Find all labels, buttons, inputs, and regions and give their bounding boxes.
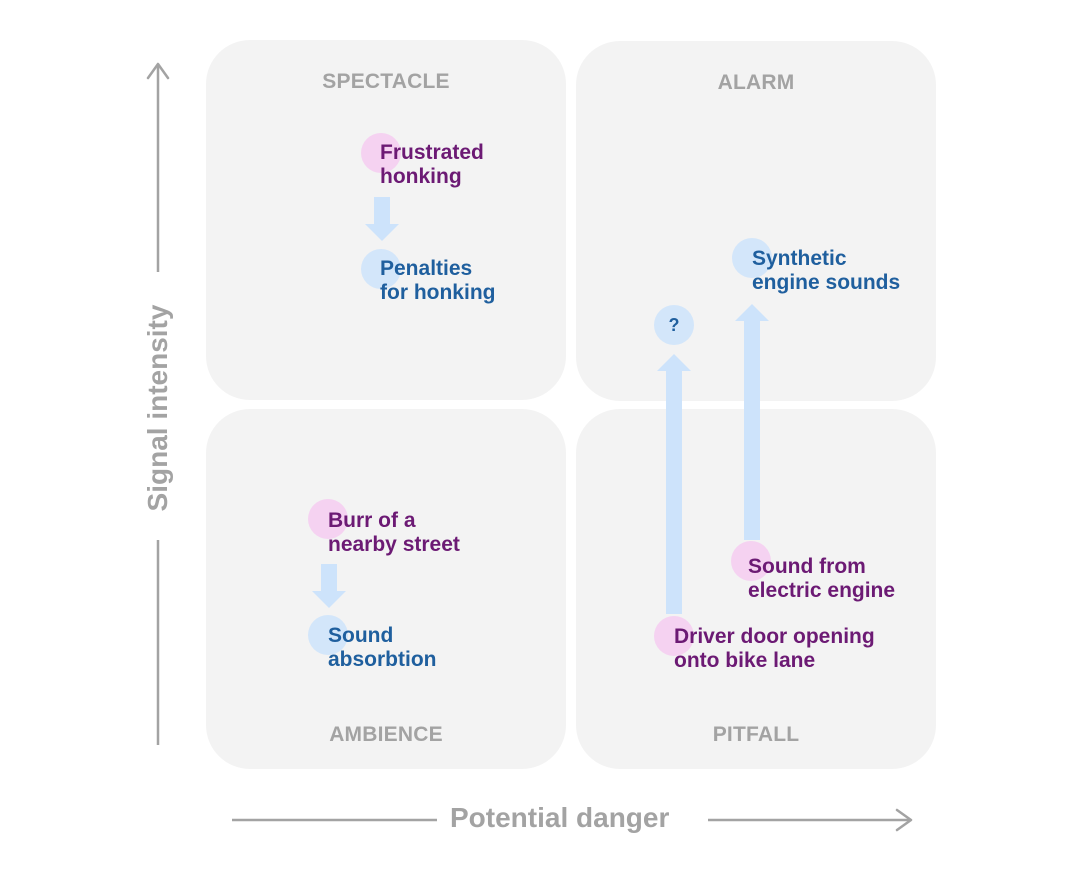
label-line: Synthetic [752, 247, 847, 270]
problem-dot [361, 133, 401, 173]
quadrant-label-spectacle: SPECTACLE [322, 70, 450, 93]
arrow-door-to-unknown [657, 354, 691, 614]
unknown-solution-marker: ? [654, 305, 694, 345]
label-line: honking [380, 165, 462, 188]
label-line: Sound [328, 624, 394, 647]
item-label: Sound absorbtion [328, 624, 437, 672]
arrow-honking-to-penalties [365, 197, 399, 241]
quadrant-ambience: AMBIENCE [206, 409, 566, 769]
label-line: nearby street [328, 533, 460, 556]
label-line: for honking [380, 281, 496, 304]
label-line: onto bike lane [674, 649, 816, 672]
label-line: Burr of a [328, 509, 416, 532]
solution-dot [308, 615, 348, 655]
item-label: Synthetic engine sounds [752, 247, 900, 295]
y-axis-arrowhead [146, 62, 170, 80]
item-label: Sound from electric engine [748, 555, 895, 603]
arrow-burr-to-absorbtion [312, 564, 346, 608]
x-axis-title: Potential danger [450, 802, 670, 833]
quadrant-label-pitfall: PITFALL [712, 723, 800, 746]
label-line: Frustrated [380, 141, 484, 164]
problem-dot [308, 499, 348, 539]
x-axis-arrowhead [895, 808, 913, 832]
label-line: absorbtion [328, 648, 437, 671]
arrow-electric-to-synthetic [735, 304, 769, 540]
item-label: Penalties for honking [380, 257, 495, 305]
problem-dot [731, 541, 771, 581]
label-line: engine sounds [752, 271, 901, 294]
quadrant-label-alarm: ALARM [717, 71, 795, 94]
problem-dot [654, 616, 694, 656]
y-axis-title: Signal intensity [142, 304, 173, 512]
quadrant-label-ambience: AMBIENCE [329, 723, 443, 746]
label-line: Sound from [748, 555, 866, 578]
label-line: electric engine [748, 579, 896, 602]
label-line: Driver door opening [674, 625, 875, 648]
solution-dot [732, 238, 772, 278]
item-label: Burr of a nearby street [328, 509, 460, 557]
item-label: Driver door opening onto bike lane [674, 625, 875, 673]
solution-dot [361, 249, 401, 289]
item-label: Frustrated honking [380, 141, 484, 189]
label-line: Penalties [380, 257, 473, 280]
